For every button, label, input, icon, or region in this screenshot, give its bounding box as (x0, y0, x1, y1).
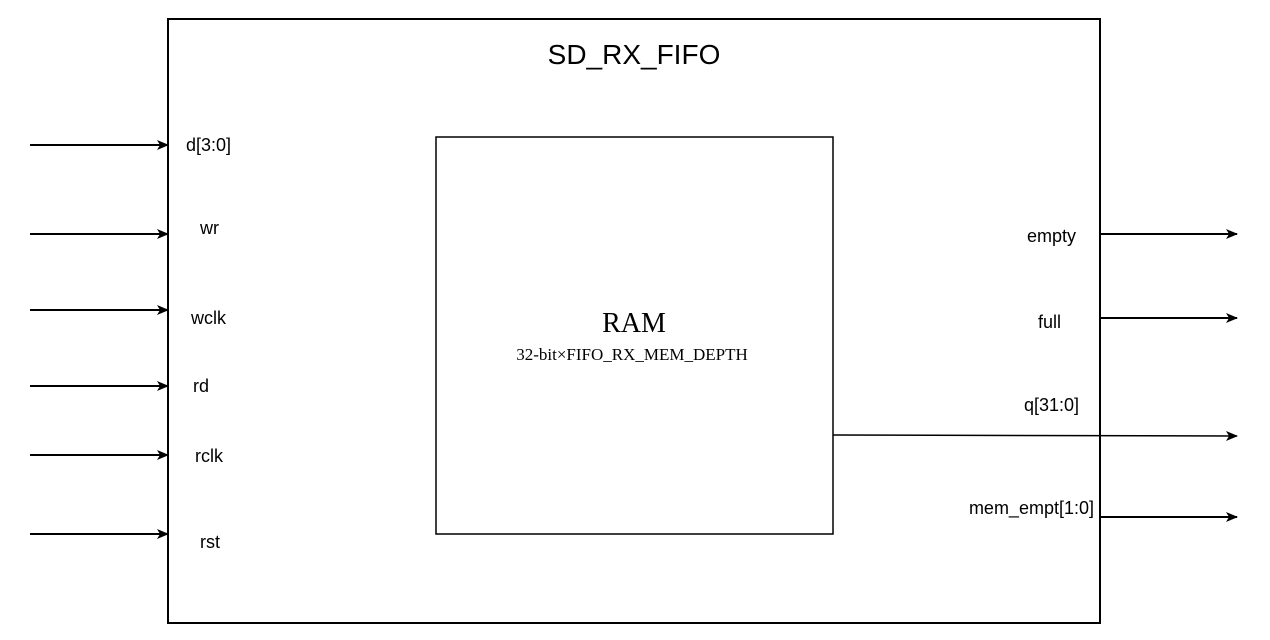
input-port-rst: rst (30, 529, 220, 552)
output-arrow-q (832, 430, 1238, 441)
input-port-wclk: wclk (30, 305, 227, 328)
output-label-empty: empty (1027, 226, 1076, 246)
output-port-full: full (1038, 312, 1238, 332)
module-title: SD_RX_FIFO (548, 39, 721, 70)
ram-subtitle: 32-bit×FIFO_RX_MEM_DEPTH (516, 345, 748, 364)
input-label-d: d[3:0] (186, 135, 231, 155)
input-label-wr: wr (199, 218, 219, 238)
ram-box (435, 136, 834, 535)
output-port-q: q[31:0] (832, 395, 1238, 441)
input-label-rst: rst (200, 532, 220, 552)
input-port-wr: wr (30, 218, 219, 239)
input-label-wclk: wclk (190, 308, 227, 328)
output-port-mem-empt: mem_empt[1:0] (969, 498, 1238, 522)
input-port-rclk: rclk (30, 446, 224, 466)
input-label-rclk: rclk (195, 446, 224, 466)
input-port-d: d[3:0] (30, 135, 231, 155)
ram-title: RAM (602, 308, 666, 339)
output-label-q: q[31:0] (1024, 395, 1079, 415)
input-label-rd: rd (193, 376, 209, 396)
output-port-empty: empty (1027, 226, 1238, 246)
output-label-mem-empt: mem_empt[1:0] (969, 498, 1094, 519)
input-port-rd: rd (30, 376, 209, 396)
output-label-full: full (1038, 312, 1061, 332)
